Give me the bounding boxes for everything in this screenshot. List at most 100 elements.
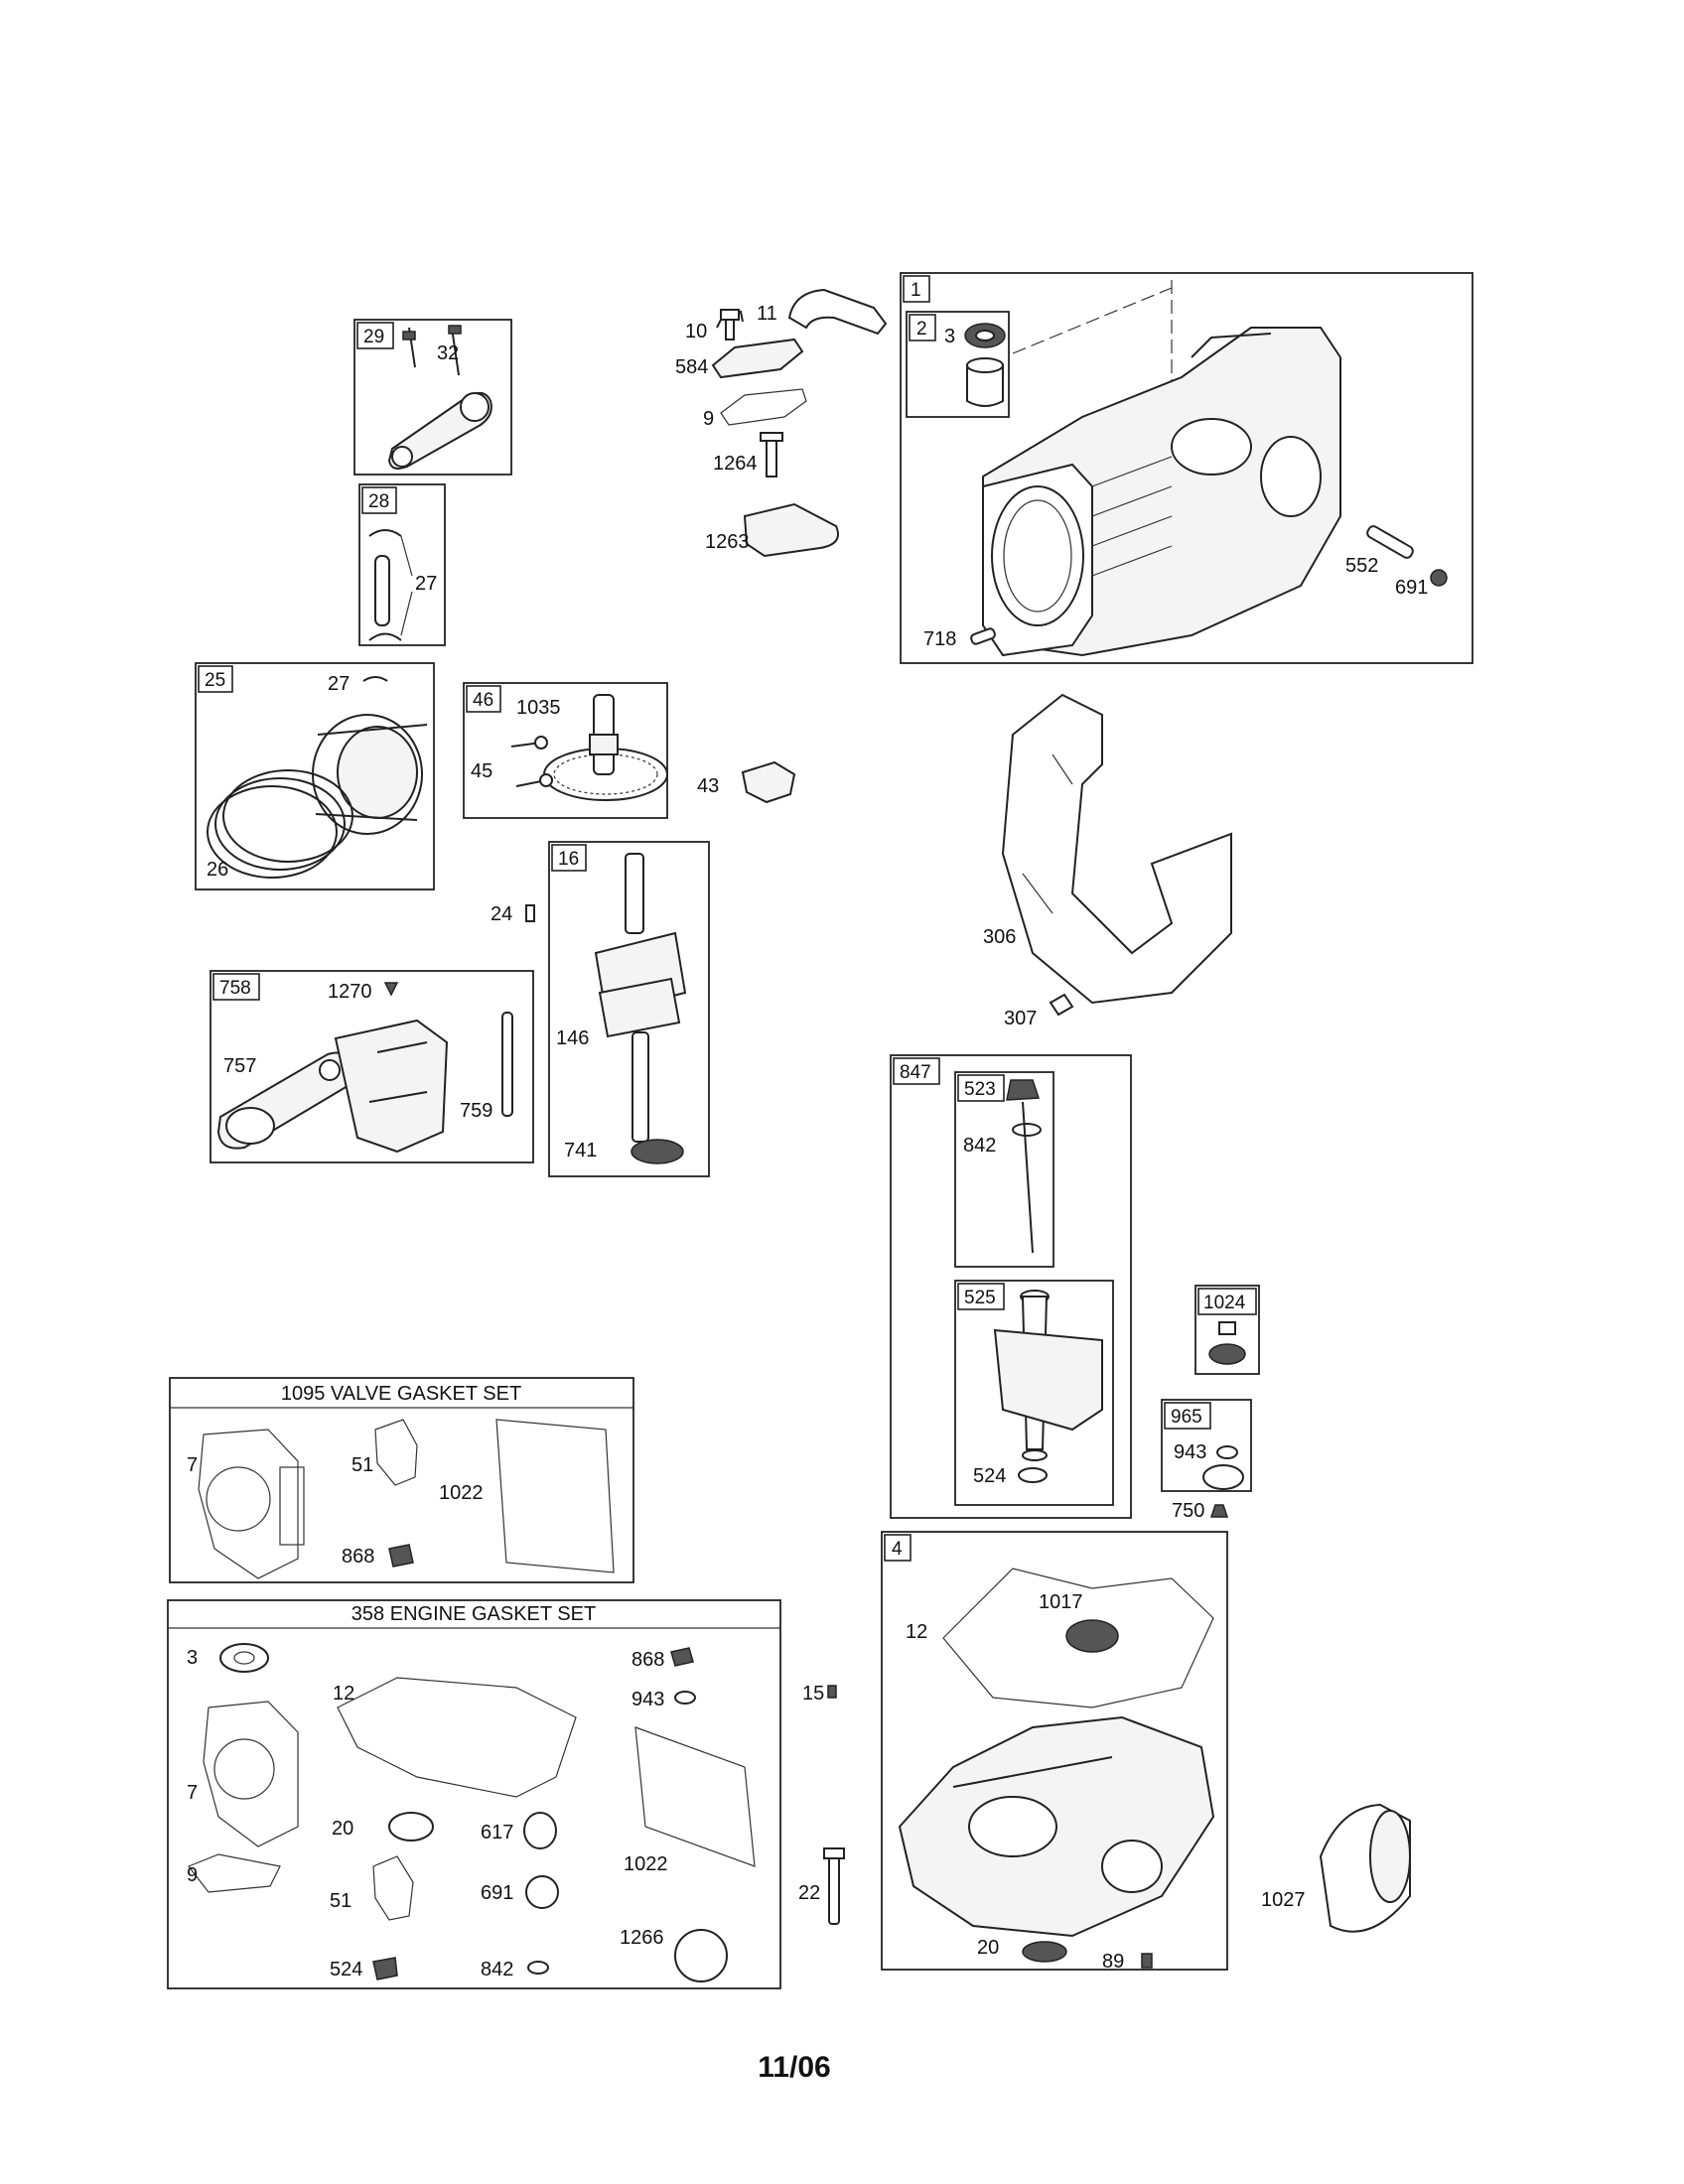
crankcase-gasket-12	[337, 1677, 577, 1798]
callout-1266-engine: 1266	[620, 1927, 664, 1949]
seal-20-sump-icon	[1022, 1941, 1067, 1963]
callout-1022-valve: 1022	[439, 1482, 484, 1504]
group-46-frame	[463, 682, 668, 819]
callout-24: 24	[491, 903, 512, 925]
group-2-frame	[906, 311, 1010, 418]
group-28-piston-pin: 28 27	[358, 483, 446, 646]
callout-741: 741	[564, 1140, 597, 1161]
oring-524-icon	[1018, 1467, 1048, 1483]
piston-clip-icon	[362, 676, 388, 682]
screw-1270-icon	[383, 982, 399, 997]
group-847-number: 847	[900, 1062, 931, 1083]
callout-868-engine: 868	[632, 1649, 664, 1671]
gasket-51-icon	[374, 1419, 418, 1486]
group-25-frame	[195, 662, 435, 890]
cam-lifter-pins-part	[510, 736, 553, 787]
breather-plate-1263	[743, 502, 839, 558]
group-16-crankshaft: 16 146 741	[548, 841, 710, 1177]
group-2-number: 2	[916, 319, 927, 340]
group-1-cylinder: 1 2 3 552 691 718	[900, 272, 1474, 664]
bolt-15: 15	[802, 1683, 837, 1705]
callout-1270: 1270	[328, 981, 372, 1003]
group-758-tab	[212, 973, 260, 1001]
breather-gasket-9	[720, 388, 807, 426]
callout-306: 306	[983, 926, 1016, 948]
callout-20-engine: 20	[332, 1818, 353, 1840]
bolt-307-icon	[1049, 993, 1074, 1017]
callout-27-pin-clip: 27	[415, 573, 437, 595]
group-1024: 1024	[1194, 1285, 1260, 1375]
callout-45: 45	[471, 760, 492, 782]
oil-filter-1027: 1027	[1261, 1803, 1411, 1933]
dowel-718	[970, 627, 996, 645]
seal-868-icon	[388, 1544, 414, 1568]
head-gasket-7	[198, 1429, 305, 1579]
breather-assembly: 10 11 584 9 1264 1263	[675, 288, 888, 558]
callout-11: 11	[757, 303, 777, 325]
callout-51-valve: 51	[351, 1454, 373, 1476]
piston-pin-part	[368, 529, 413, 641]
part-750-icon	[1209, 1504, 1229, 1518]
group-29-tab	[356, 322, 394, 349]
group-16-frame	[548, 841, 710, 1177]
plug-1017-icon	[1065, 1619, 1119, 1653]
oring-617-icon	[523, 1812, 557, 1849]
callout-7-engine: 7	[187, 1782, 198, 1804]
group-758-number: 758	[219, 978, 251, 999]
engine-gasket-frame	[167, 1599, 781, 1989]
callout-1017: 1017	[1039, 1591, 1083, 1613]
group-758-balancer: 758 1270 757 759	[210, 970, 534, 1163]
breather-tube-11	[787, 288, 888, 336]
group-965-frame	[1161, 1399, 1252, 1492]
callout-1027: 1027	[1261, 1889, 1306, 1911]
callout-89: 89	[1102, 1951, 1124, 1973]
group-1024-tab	[1197, 1288, 1257, 1315]
callout-307: 307	[1004, 1008, 1037, 1029]
callout-552: 552	[1345, 555, 1378, 577]
group-4-frame	[881, 1531, 1228, 1971]
camshaft-gear-part	[543, 694, 668, 801]
callout-750: 750	[1172, 1500, 1204, 1522]
callout-22: 22	[798, 1882, 820, 1904]
piston-part	[312, 714, 428, 835]
bolt-22: 22	[798, 1847, 845, 1925]
callout-12-sump: 12	[906, 1621, 927, 1643]
balancer-link-part	[216, 1051, 351, 1150]
dipstick-part	[1006, 1079, 1042, 1254]
group-523-number: 523	[964, 1079, 996, 1100]
valve-gasket-set-1095: 1095 VALVE GASKET SET 7 51 1022 868	[169, 1377, 634, 1583]
callout-20-sump: 20	[977, 1937, 999, 1959]
gasket-51-engine-icon	[372, 1855, 414, 1921]
group-1-tab	[903, 275, 930, 303]
group-525-number: 525	[964, 1288, 996, 1308]
group-525-tab	[957, 1283, 1005, 1310]
callout-617-engine: 617	[481, 1822, 513, 1843]
callout-584: 584	[675, 356, 708, 378]
callout-1264: 1264	[713, 453, 758, 475]
callout-43: 43	[697, 775, 719, 797]
callout-9-engine: 9	[187, 1864, 198, 1886]
callout-12-engine: 12	[333, 1683, 354, 1705]
group-25-piston-assembly: 25 27 26	[195, 662, 435, 890]
callout-26-rings: 26	[207, 859, 228, 881]
oring-943-icon	[1216, 1445, 1238, 1459]
seal-524-engine-icon	[372, 1957, 398, 1980]
air-guide-shield-306: 306 307	[983, 693, 1232, 1029]
group-1-frame	[900, 272, 1474, 664]
group-847-frame	[890, 1054, 1132, 1519]
callout-842-engine: 842	[481, 1959, 513, 1980]
callout-524-engine: 524	[330, 1959, 362, 1980]
group-4-number: 4	[892, 1539, 903, 1560]
group-4-sump: 4 12 1017 20 89	[881, 1531, 1228, 1973]
callout-759: 759	[460, 1100, 492, 1122]
callout-32: 32	[437, 342, 459, 364]
crankshaft-part	[594, 853, 687, 1164]
callout-842-oring: 842	[963, 1135, 996, 1157]
group-2-tab	[909, 314, 936, 341]
group-1-number: 1	[911, 280, 921, 301]
group-25-tab	[198, 665, 233, 693]
dipstick-tube-part	[993, 1290, 1103, 1461]
callout-868-valve: 868	[342, 1546, 374, 1568]
callout-1263: 1263	[705, 531, 750, 553]
plug-89-icon	[1141, 1953, 1153, 1969]
